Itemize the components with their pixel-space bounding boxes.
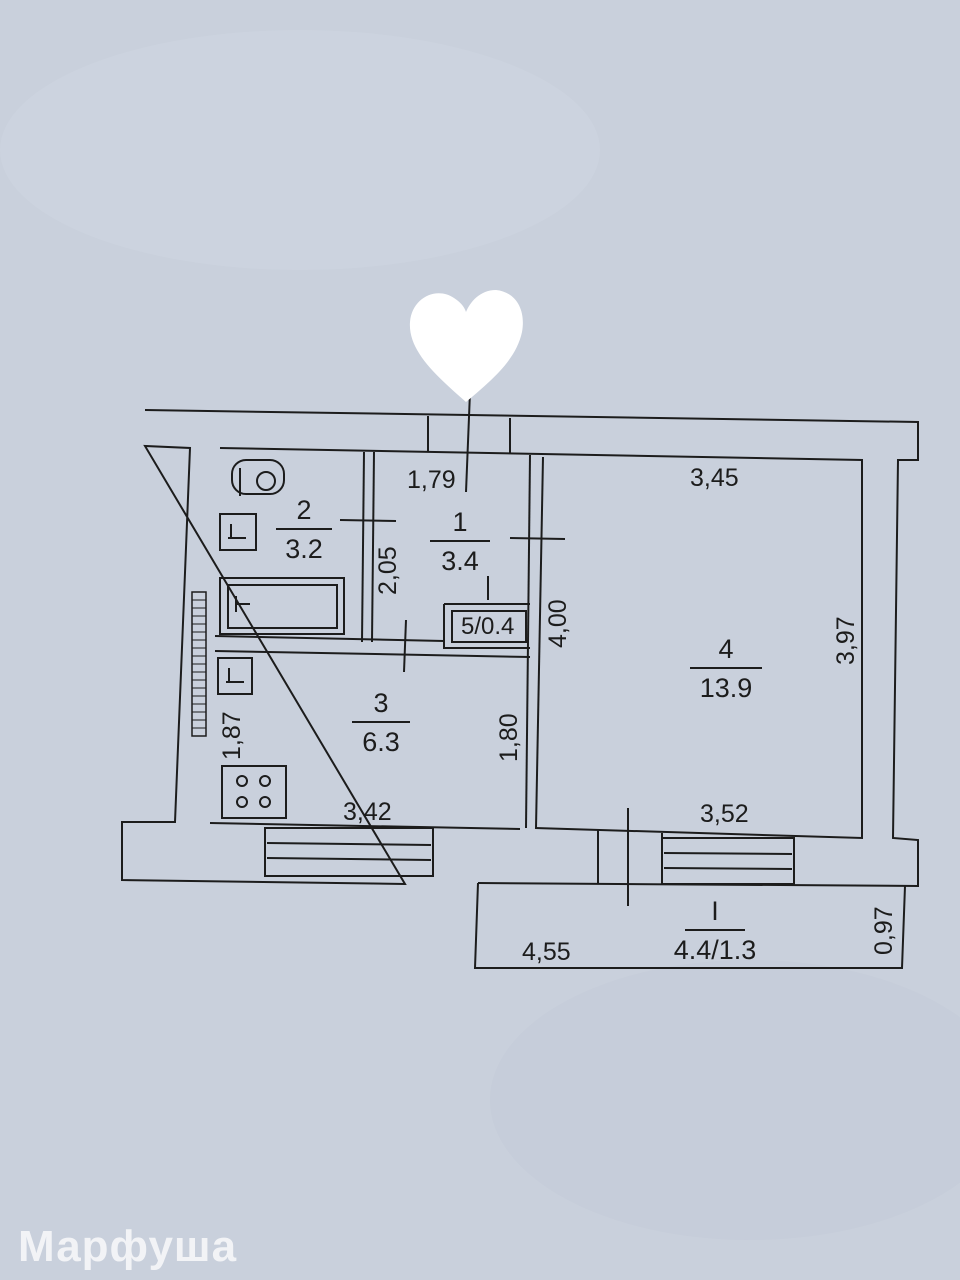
wall-bath-kitchen-a: [214, 635, 445, 642]
dim-kitchen-left: 1,87: [218, 711, 246, 760]
dim-balcony-length: 4,55: [522, 938, 571, 966]
toilet-icon: [231, 459, 285, 496]
dim-room4-left: 4,00: [544, 599, 572, 648]
sink-icon: [219, 513, 257, 551]
dim-balcony-depth: 0,97: [870, 906, 898, 955]
wall-bath-corridor-a: [361, 451, 365, 643]
watermark-logo: Марфуша: [18, 1222, 238, 1271]
outer-wall-top: [121, 409, 919, 888]
wall-corridor-room4-a: [525, 454, 531, 829]
balcony-door-window: [597, 830, 795, 885]
dim-room4-right: 3,97: [832, 616, 860, 665]
wall-bath-corridor-b: [371, 451, 375, 643]
dim-kitchen-bottom: 3,42: [343, 798, 392, 826]
dim-corridor-top: 1,79: [407, 466, 456, 494]
wall-corridor-room4-b: [535, 456, 544, 829]
dim-room4-bottom: 3,52: [700, 800, 749, 828]
kitchen-window: [264, 827, 434, 877]
bathtub-icon: [219, 577, 345, 635]
dim-kitchen-right: 1,80: [495, 713, 523, 762]
balcony-outline: [473, 882, 906, 969]
kitchen-sink-icon: [217, 657, 253, 695]
wall-bath-kitchen-b: [214, 650, 531, 658]
heart-sticker: [409, 290, 523, 402]
dim-room4-top: 3,45: [690, 464, 739, 492]
closet-label: 5/0.4: [461, 613, 515, 640]
stove-icon: [221, 765, 287, 819]
dim-corridor-side: 2,05: [374, 546, 402, 595]
closet-outline: [443, 603, 530, 649]
